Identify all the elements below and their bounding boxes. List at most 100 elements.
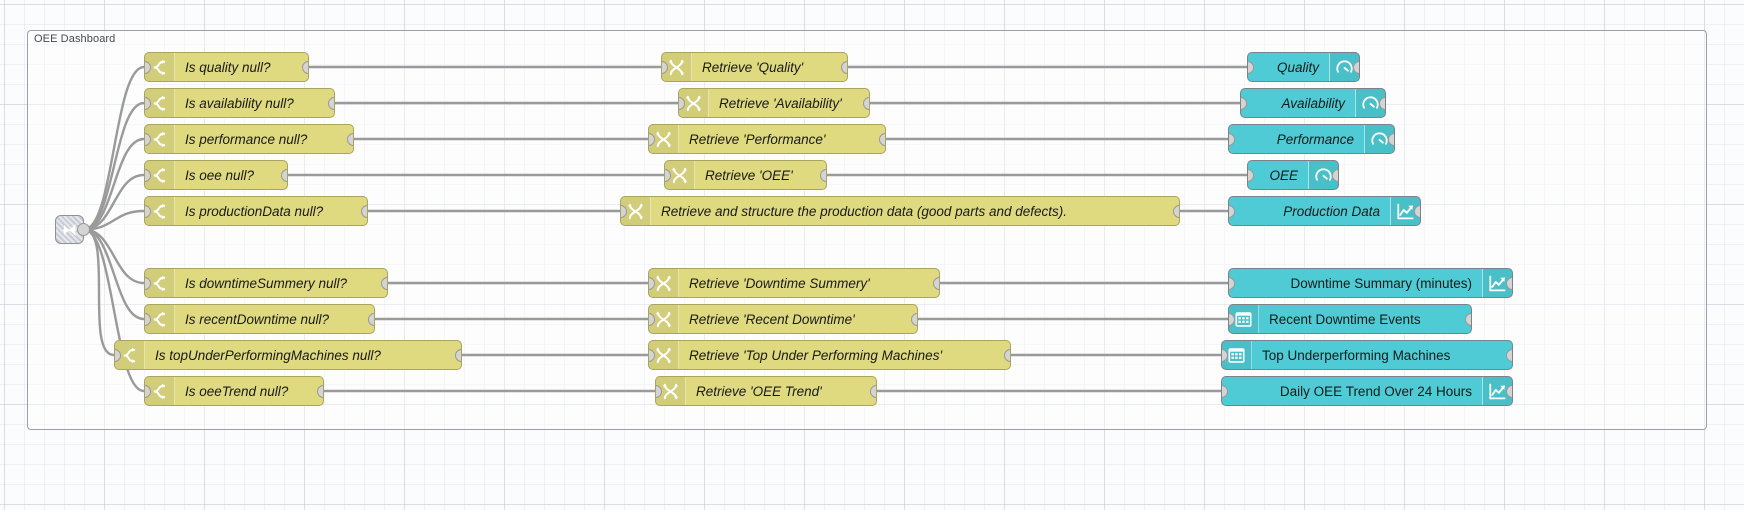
link-call-node-availability[interactable]: Retrieve 'Availability' [678,88,870,118]
dashboard-node-top-underperforming[interactable]: Top Underperforming Machines [1221,340,1513,370]
link-call-icon [655,347,672,363]
switch-node-output-port[interactable] [317,384,323,398]
link-call-node-label: Retrieve and structure the production da… [661,203,1067,219]
dashboard-node-label: Performance [1276,131,1354,147]
switch-node-output-port[interactable] [381,276,387,290]
link-call-node-recent-downtime[interactable]: Retrieve 'Recent Downtime' [648,304,918,334]
link-call-node-output-port[interactable] [1004,348,1010,362]
switch-icon [153,131,166,147]
switch-icon [153,275,166,291]
switch-node-output-port[interactable] [302,60,308,74]
dashboard-node-label: Recent Downtime Events [1269,311,1421,327]
dashboard-node-recent-downtime[interactable]: Recent Downtime Events [1228,304,1472,334]
link-call-node-downtime-summary[interactable]: Retrieve 'Downtime Summery' [648,268,940,298]
switch-node-label: Is recentDowntime null? [185,311,330,327]
switch-node-output-port[interactable] [347,132,353,146]
dashboard-node-output-port[interactable] [1353,60,1359,74]
switch-icon [153,311,166,327]
dashboard-node-output-port[interactable] [1506,276,1512,290]
dashboard-node-output-port[interactable] [1414,204,1420,218]
link-call-icon [685,95,702,111]
dashboard-node-output-port[interactable] [1379,96,1385,110]
switch-node-output-port[interactable] [281,168,287,182]
switch-node-recent-downtime[interactable]: Is recentDowntime null? [144,304,375,334]
dashboard-node-label: OEE [1269,167,1298,183]
switch-node-label: Is availability null? [185,95,294,111]
switch-node-label: Is quality null? [185,59,271,75]
dashboard-node-oee-trend[interactable]: Daily OEE Trend Over 24 Hours [1221,376,1513,406]
dashboard-node-output-port[interactable] [1506,348,1512,362]
link-call-icon [668,59,685,75]
link-call-node-label: Retrieve 'Availability' [719,95,842,111]
link-call-node-production-data[interactable]: Retrieve and structure the production da… [620,196,1180,226]
table-icon [1235,311,1252,327]
dashboard-node-label: Top Underperforming Machines [1262,347,1451,363]
switch-node-label: Is downtimeSummery null? [185,275,348,291]
switch-node-top-underperforming[interactable]: Is topUnderPerformingMachines null? [114,340,462,370]
link-call-node-output-port[interactable] [870,384,876,398]
link-call-icon [627,203,644,219]
switch-node-quality[interactable]: Is quality null? [144,52,309,82]
dashboard-node-quality[interactable]: Quality [1247,52,1360,82]
dashboard-node-output-port[interactable] [1465,312,1471,326]
dashboard-node-performance[interactable]: Performance [1228,124,1395,154]
link-call-node-label: Retrieve 'Performance' [689,131,826,147]
link-call-icon [671,167,688,183]
switch-node-label: Is performance null? [185,131,308,147]
link-call-node-oee-trend[interactable]: Retrieve 'OEE Trend' [655,376,877,406]
switch-node-output-port[interactable] [455,348,461,362]
link-call-node-oee[interactable]: Retrieve 'OEE' [664,160,827,190]
link-call-node-label: Retrieve 'Recent Downtime' [689,311,855,327]
dashboard-node-label: Availability [1281,95,1345,111]
link-call-icon [655,131,672,147]
dashboard-node-label: Production Data [1283,203,1380,219]
link-call-icon [655,275,672,291]
dashboard-node-label: Quality [1276,59,1319,75]
link-call-node-output-port[interactable] [820,168,826,182]
switch-node-output-port[interactable] [328,96,334,110]
link-call-node-label: Retrieve 'OEE Trend' [696,383,822,399]
link-call-node-output-port[interactable] [879,132,885,146]
switch-icon [153,95,166,111]
switch-node-production-data[interactable]: Is productionData null? [144,196,368,226]
link-call-node-output-port[interactable] [911,312,917,326]
link-call-node-output-port[interactable] [1173,204,1179,218]
link-call-node-label: Retrieve 'OEE' [705,167,793,183]
switch-node-output-port[interactable] [368,312,374,326]
switch-node-availability[interactable]: Is availability null? [144,88,335,118]
link-call-node-performance[interactable]: Retrieve 'Performance' [648,124,886,154]
switch-node-output-port[interactable] [361,204,367,218]
dashboard-node-downtime-summary[interactable]: Downtime Summary (minutes) [1228,268,1513,298]
link-call-icon-box [679,89,709,117]
switch-node-downtime-summary[interactable]: Is downtimeSummery null? [144,268,388,298]
link-call-node-output-port[interactable] [863,96,869,110]
link-call-node-output-port[interactable] [933,276,939,290]
link-call-node-label: Retrieve 'Quality' [702,59,804,75]
source-output-port[interactable] [77,223,90,236]
dashboard-node-oee[interactable]: OEE [1247,160,1339,190]
dashboard-node-output-port[interactable] [1506,384,1512,398]
switch-node-label: Is oeeTrend null? [185,383,289,399]
switch-node-performance[interactable]: Is performance null? [144,124,354,154]
link-call-node-label: Retrieve 'Top Under Performing Machines' [689,347,943,363]
link-call-source-node[interactable] [55,215,90,244]
switch-icon [153,59,166,75]
switch-icon [153,203,166,219]
gauge-icon [1336,59,1353,73]
link-call-node-quality[interactable]: Retrieve 'Quality' [661,52,848,82]
chart-line-icon [1397,203,1414,219]
switch-icon [153,383,166,399]
dashboard-node-label: Downtime Summary (minutes) [1290,275,1472,291]
dashboard-node-output-port[interactable] [1388,132,1394,146]
link-call-node-output-port[interactable] [841,60,847,74]
switch-node-oee-trend[interactable]: Is oeeTrend null? [144,376,324,406]
gauge-icon [1362,95,1379,109]
switch-node-label: Is productionData null? [185,203,324,219]
dashboard-node-availability[interactable]: Availability [1240,88,1386,118]
link-call-node-top-underperforming[interactable]: Retrieve 'Top Under Performing Machines' [648,340,1011,370]
switch-node-label: Is oee null? [185,167,255,183]
dashboard-node-output-port[interactable] [1332,168,1338,182]
switch-node-oee[interactable]: Is oee null? [144,160,288,190]
dashboard-node-production-data[interactable]: Production Data [1228,196,1421,226]
